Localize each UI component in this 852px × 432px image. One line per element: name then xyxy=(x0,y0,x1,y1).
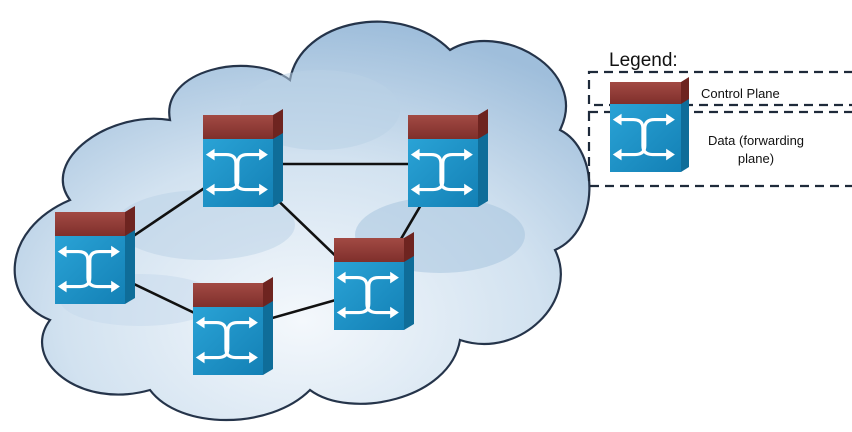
legend xyxy=(587,70,852,188)
legend-control-plane-label: Control Plane xyxy=(701,86,780,101)
legend-control-plane-swatch xyxy=(610,77,689,105)
legend-data-plane-swatch xyxy=(610,99,689,172)
switch-3 xyxy=(408,109,488,207)
switch-1 xyxy=(55,206,135,304)
legend-title: Legend: xyxy=(609,50,678,71)
legend-data-plane-box xyxy=(587,110,852,188)
legend-data-plane-label: Data (forwarding plane) xyxy=(707,133,805,166)
switch-5 xyxy=(334,232,414,330)
switch-2 xyxy=(203,109,283,207)
switch-4 xyxy=(193,277,273,375)
legend-control-plane-box xyxy=(587,70,852,107)
